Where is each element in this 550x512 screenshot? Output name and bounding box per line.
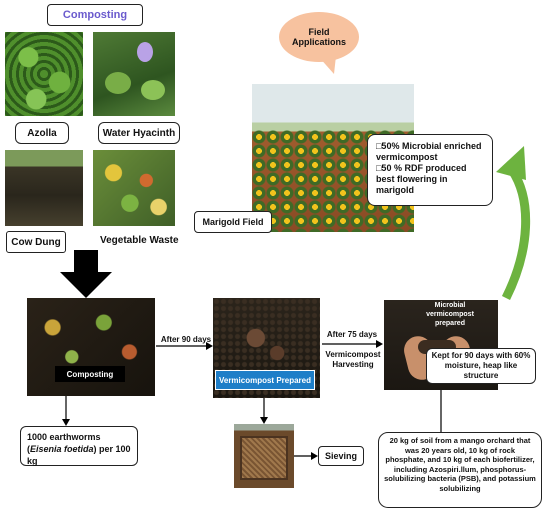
vegetable-waste-photo [93,150,175,226]
after-90-days-label: After 90 days [160,335,212,344]
vermicompost-caption-text: Vermicompost Prepared [218,375,312,385]
vermicompost-caption: Vermicompost Prepared [215,370,315,390]
microbial-label: Microbial vermicompost prepared [420,301,480,328]
composting-image-caption: Composting [55,366,125,382]
water-hyacinth-label-text: Water Hyacinth [102,127,176,139]
water-hyacinth-label: Water Hyacinth [98,122,180,144]
sieve-photo [234,424,294,488]
after-90-days-text: After 90 days [160,335,212,345]
vegetable-waste-label-text: Vegetable Waste [100,235,179,246]
after-75-days-text: After 75 days [324,330,380,340]
microbial-label-text: Microbial vermicompost prepared [426,302,474,327]
kept-note-text: Kept for 90 days with 60% moisture, heap… [431,351,531,380]
marigold-field-label-text: Marigold Field [202,217,264,227]
sieve-mesh [240,436,288,480]
cow-dung-photo [5,150,83,226]
harvest-line-1: Vermicompost [325,350,381,359]
cow-dung-label: Cow Dung [6,231,66,253]
results-box: □50% Microbial enriched vermicompost □50… [367,134,493,206]
result-line-1: □50% Microbial enriched vermicompost [376,141,482,162]
result-line-2: □50 % RDF produced best flowering in mar… [376,163,467,195]
earthworms-prefix: 1000 earthworms ( [27,432,101,454]
field-callout-bubble: Field Applications [279,12,359,62]
soil-note-text: 20 kg of soil from a mango orchard that … [384,436,536,493]
composting-header: Composting [47,4,143,26]
azolla-photo [5,32,83,116]
harvesting-text: Vermicompost Harvesting [322,350,384,370]
callout-tail [318,56,336,74]
hyacinth-leaf [141,80,165,100]
after-75-days-label: After 75 days [326,330,378,339]
azolla-label: Azolla [15,122,69,144]
kept-note-box: Kept for 90 days with 60% moisture, heap… [426,348,536,384]
composting-image-caption-text: Composting [66,369,114,379]
marigold-field-label: Marigold Field [194,211,272,233]
water-hyacinth-photo [93,32,175,116]
field-callout-text: Field Applications [291,27,346,47]
earthworms-suffix: ) per 100 kg [27,444,131,466]
composting-photo: Composting [27,298,155,396]
green-curved-arrow [501,167,531,301]
azolla-label-text: Azolla [27,127,57,139]
soil-note-box: 20 kg of soil from a mango orchard that … [378,432,542,508]
cow-dung-label-text: Cow Dung [11,236,61,248]
sieving-label-text: Sieving [324,451,357,461]
hyacinth-leaf [105,72,131,94]
earthworms-species: Eisenia foetida [30,444,94,454]
hyacinth-flower [137,42,153,62]
big-down-arrow [60,250,112,298]
earthworms-box: 1000 earthworms (Eisenia foetida) per 10… [20,426,138,466]
vegetable-waste-label: Vegetable Waste [100,236,196,246]
vermicompost-photo: Vermicompost Prepared [213,298,320,398]
sieving-label: Sieving [318,446,364,466]
harvest-line-2: Harvesting [332,360,374,369]
composting-header-text: Composting [62,9,128,21]
